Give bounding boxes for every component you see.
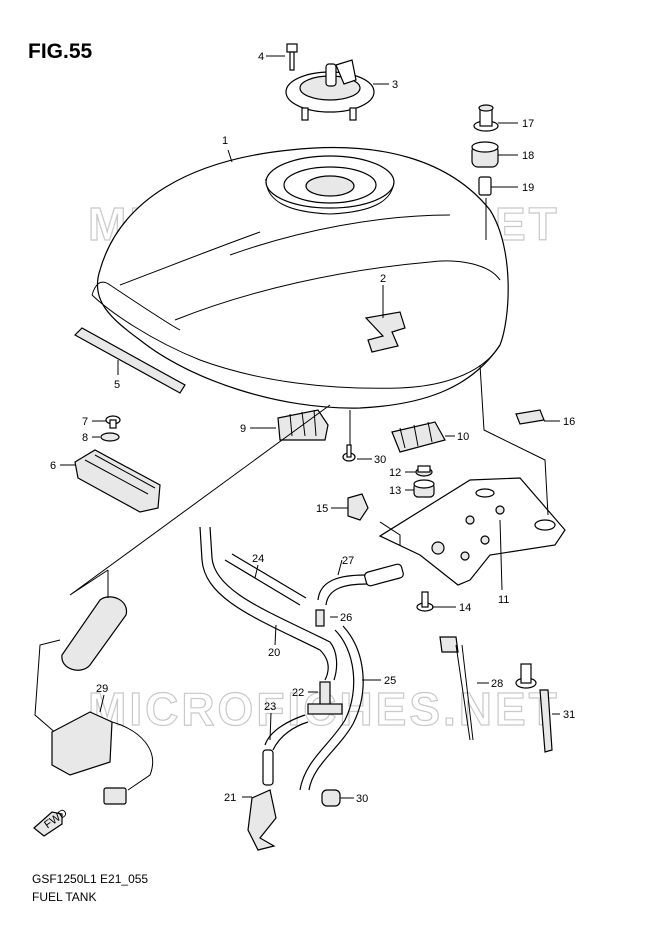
callout-2: 2 [380, 273, 386, 285]
cap-30-lower [321, 789, 341, 807]
fwd-arrow: FWD [33, 807, 70, 837]
callouts: 1 2 3 4 5 6 7 8 9 10 11 12 13 14 15 16 1… [50, 51, 575, 805]
callout-17: 17 [522, 118, 534, 130]
grommet-12 [415, 465, 433, 477]
screw-7 [105, 415, 121, 429]
callout-15: 15 [316, 503, 328, 515]
callout-31: 31 [563, 709, 575, 721]
callout-24: 24 [252, 553, 264, 565]
callout-14: 14 [459, 602, 471, 614]
joint-22 [307, 681, 343, 715]
clamp-28 [439, 636, 474, 741]
callout-21: 21 [224, 792, 236, 804]
hoses [199, 526, 404, 791]
callout-20: 20 [268, 647, 280, 659]
callout-9: 9 [240, 423, 246, 435]
callout-6: 6 [50, 460, 56, 472]
cushion-18 [471, 141, 499, 168]
callout-27: 27 [342, 555, 354, 567]
callout-23: 23 [264, 701, 276, 713]
callout-28: 28 [491, 678, 503, 690]
figure-name: FUEL TANK [32, 890, 97, 904]
fuel-pump [34, 596, 154, 805]
callout-1: 1 [222, 135, 228, 147]
figure-title: FIG.55 [28, 40, 93, 63]
bracket-6 [74, 449, 161, 513]
figure-code: GSF1250L1 E21_055 [32, 872, 149, 886]
bolt-30-upper [342, 444, 356, 462]
leader-lines [60, 55, 560, 799]
callout-18: 18 [522, 150, 534, 162]
tank-bracket-11 [378, 477, 566, 586]
callout-3: 3 [392, 79, 398, 91]
callout-29: 29 [96, 683, 108, 695]
fuel-cap [285, 59, 375, 121]
callout-11: 11 [498, 594, 509, 606]
fuel-tank [91, 146, 509, 409]
callout-5: 5 [114, 379, 120, 391]
clamp-31 [515, 663, 553, 753]
callout-12: 12 [389, 467, 401, 479]
callout-16: 16 [563, 416, 575, 428]
spacer-19 [478, 176, 492, 196]
pad-16 [515, 409, 545, 425]
cushion-13 [413, 479, 435, 498]
callout-4: 4 [258, 51, 264, 63]
callout-8: 8 [82, 432, 88, 444]
clamp-21 [247, 789, 277, 851]
callout-22: 22 [292, 687, 304, 699]
callout-26: 26 [340, 612, 352, 624]
callout-7: 7 [82, 416, 88, 428]
bolt-17 [473, 104, 499, 132]
washer-8 [100, 432, 120, 442]
callout-10: 10 [457, 431, 469, 443]
callout-13: 13 [389, 485, 401, 497]
joint-26 [315, 609, 325, 627]
callout-30-upper: 30 [374, 454, 386, 466]
clamp-15 [347, 493, 369, 521]
cushion-10 [391, 421, 446, 453]
seal-strip [74, 327, 186, 394]
callout-19: 19 [522, 182, 534, 194]
bolt-14 [416, 591, 434, 612]
callout-30-lower: 30 [356, 793, 368, 805]
cap-bolt [286, 43, 298, 71]
callout-25: 25 [384, 675, 396, 687]
